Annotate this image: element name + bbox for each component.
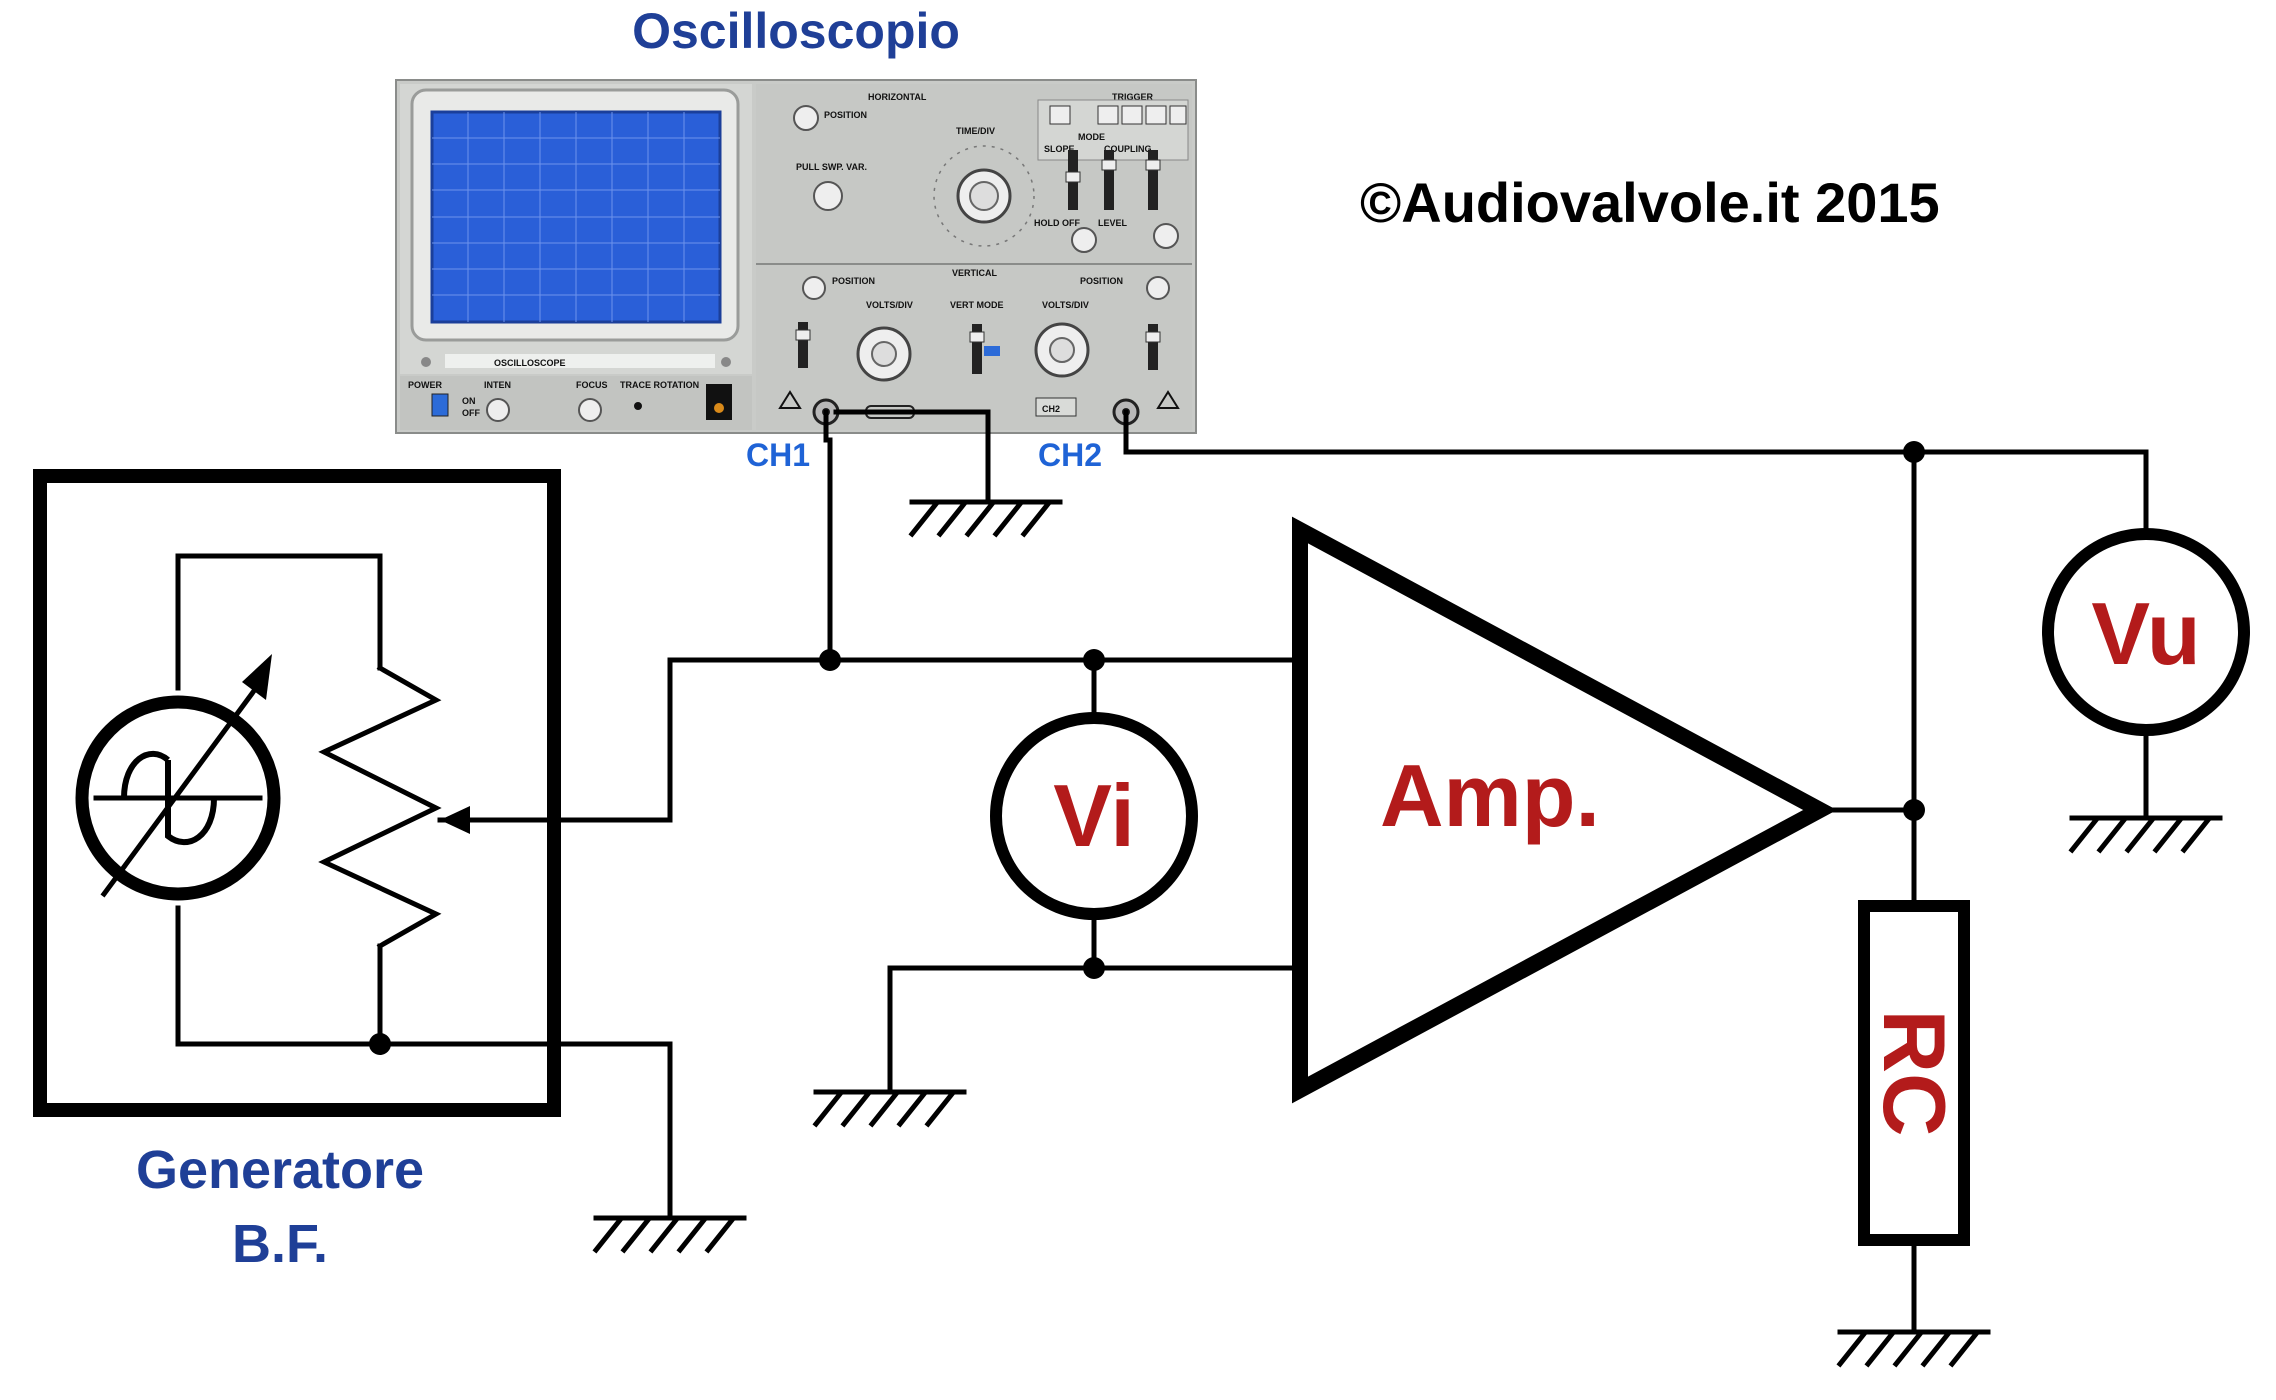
- scope-position-label-h: POSITION: [824, 110, 867, 120]
- ground-symbol-scope: [908, 499, 1063, 538]
- scope-horizontal-label: HORIZONTAL: [868, 92, 927, 102]
- scope-volts-div-label-ch1: VOLTS/DIV: [866, 300, 913, 310]
- ground-symbol-vu: [2068, 815, 2223, 854]
- level-knob[interactable]: [1071, 227, 1097, 253]
- ch1-position-knob[interactable]: [802, 276, 826, 300]
- scope-time-div-label: TIME/DIV: [956, 126, 995, 136]
- scope-level-label: LEVEL: [1098, 218, 1128, 228]
- generator-label-line2: B.F.: [232, 1214, 328, 1274]
- oscilloscope-title: Oscilloscopio: [632, 3, 960, 59]
- scope-position-label-ch2: POSITION: [1080, 276, 1123, 286]
- scope-hold-off-label: HOLD OFF: [1034, 218, 1080, 228]
- amplifier-label: Amp.: [1380, 746, 1600, 845]
- scope-screen-label: OSCILLOSCOPE: [494, 358, 566, 368]
- scope-volts-div-label-ch2: VOLTS/DIV: [1042, 300, 1089, 310]
- scope-pull-swp-label: PULL SWP. VAR.: [796, 162, 867, 172]
- ch2-position-knob[interactable]: [1146, 276, 1170, 300]
- scope-vertical-label: VERTICAL: [952, 268, 998, 278]
- focus-knob[interactable]: [578, 398, 602, 422]
- junction-output: [1903, 799, 1925, 821]
- copyright-label: ©Audiovalvole.it 2015: [1360, 171, 1940, 234]
- scope-trigger-label: TRIGGER: [1112, 92, 1154, 102]
- scope-power-label: POWER: [408, 380, 443, 390]
- vi-meter-label: Vi: [1053, 766, 1135, 865]
- potentiometer-symbol: [318, 664, 442, 950]
- ch1-label: CH1: [746, 437, 810, 473]
- scope-slope-label: SLOPE: [1044, 144, 1075, 154]
- vu-meter-symbol: [2042, 528, 2250, 736]
- junction-input-ch1: [819, 649, 841, 671]
- vu-meter-label: Vu: [2091, 584, 2200, 683]
- scope-ch2-badge: CH2: [1042, 404, 1060, 414]
- generator-label-line1: Generatore: [136, 1140, 424, 1200]
- scope-trace-rotation-label: TRACE ROTATION: [620, 380, 699, 390]
- junction-input-vi: [1083, 649, 1105, 671]
- inten-knob[interactable]: [486, 398, 510, 422]
- vi-meter-symbol: [990, 712, 1198, 920]
- scope-focus-label: FOCUS: [576, 380, 608, 390]
- power-switch[interactable]: [431, 393, 449, 417]
- junction-ch2: [1903, 441, 1925, 463]
- ac-source-symbol: [75, 695, 281, 901]
- scope-on-label: ON: [462, 396, 476, 406]
- scope-coupling-label: COUPLING: [1104, 144, 1152, 154]
- oscilloscope-image: OSCILLOSCOPE POWER ON OFF INTEN FOCUS TR…: [395, 79, 1197, 434]
- ch2-label: CH2: [1038, 437, 1102, 473]
- scope-position-label-ch1: POSITION: [832, 276, 875, 286]
- ground-symbol-load: [1836, 1329, 1991, 1368]
- scope-vert-mode-label: VERT MODE: [950, 300, 1004, 310]
- junction-ground-vi: [1083, 957, 1105, 979]
- load-label: RC: [1865, 1009, 1964, 1136]
- swp-var-knob[interactable]: [813, 181, 843, 211]
- generator-block: [33, 469, 561, 1117]
- load-resistor-symbol: [1858, 900, 1970, 1246]
- scope-off-label: OFF: [462, 408, 480, 418]
- ground-symbol-generator: [592, 1215, 747, 1254]
- scope-inten-label: INTEN: [484, 380, 511, 390]
- ground-symbol-amp-input: [812, 1089, 967, 1128]
- amplifier-symbol: [1292, 516, 1837, 1104]
- h-position-knob[interactable]: [793, 105, 819, 131]
- scope-mode-label: MODE: [1078, 132, 1105, 142]
